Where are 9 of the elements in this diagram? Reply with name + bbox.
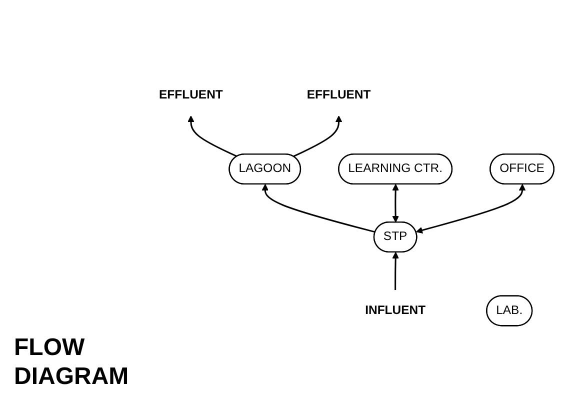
arrow: [392, 184, 399, 222]
arrow: [188, 116, 238, 158]
node-text: EFFLUENT: [306, 88, 371, 102]
arrow: [392, 252, 399, 290]
node-text: INFLUENT: [365, 304, 426, 317]
node-text: EFFLUENT: [159, 88, 223, 102]
arrow: [293, 116, 342, 158]
arrow: [416, 184, 526, 234]
arrow: [262, 184, 376, 233]
